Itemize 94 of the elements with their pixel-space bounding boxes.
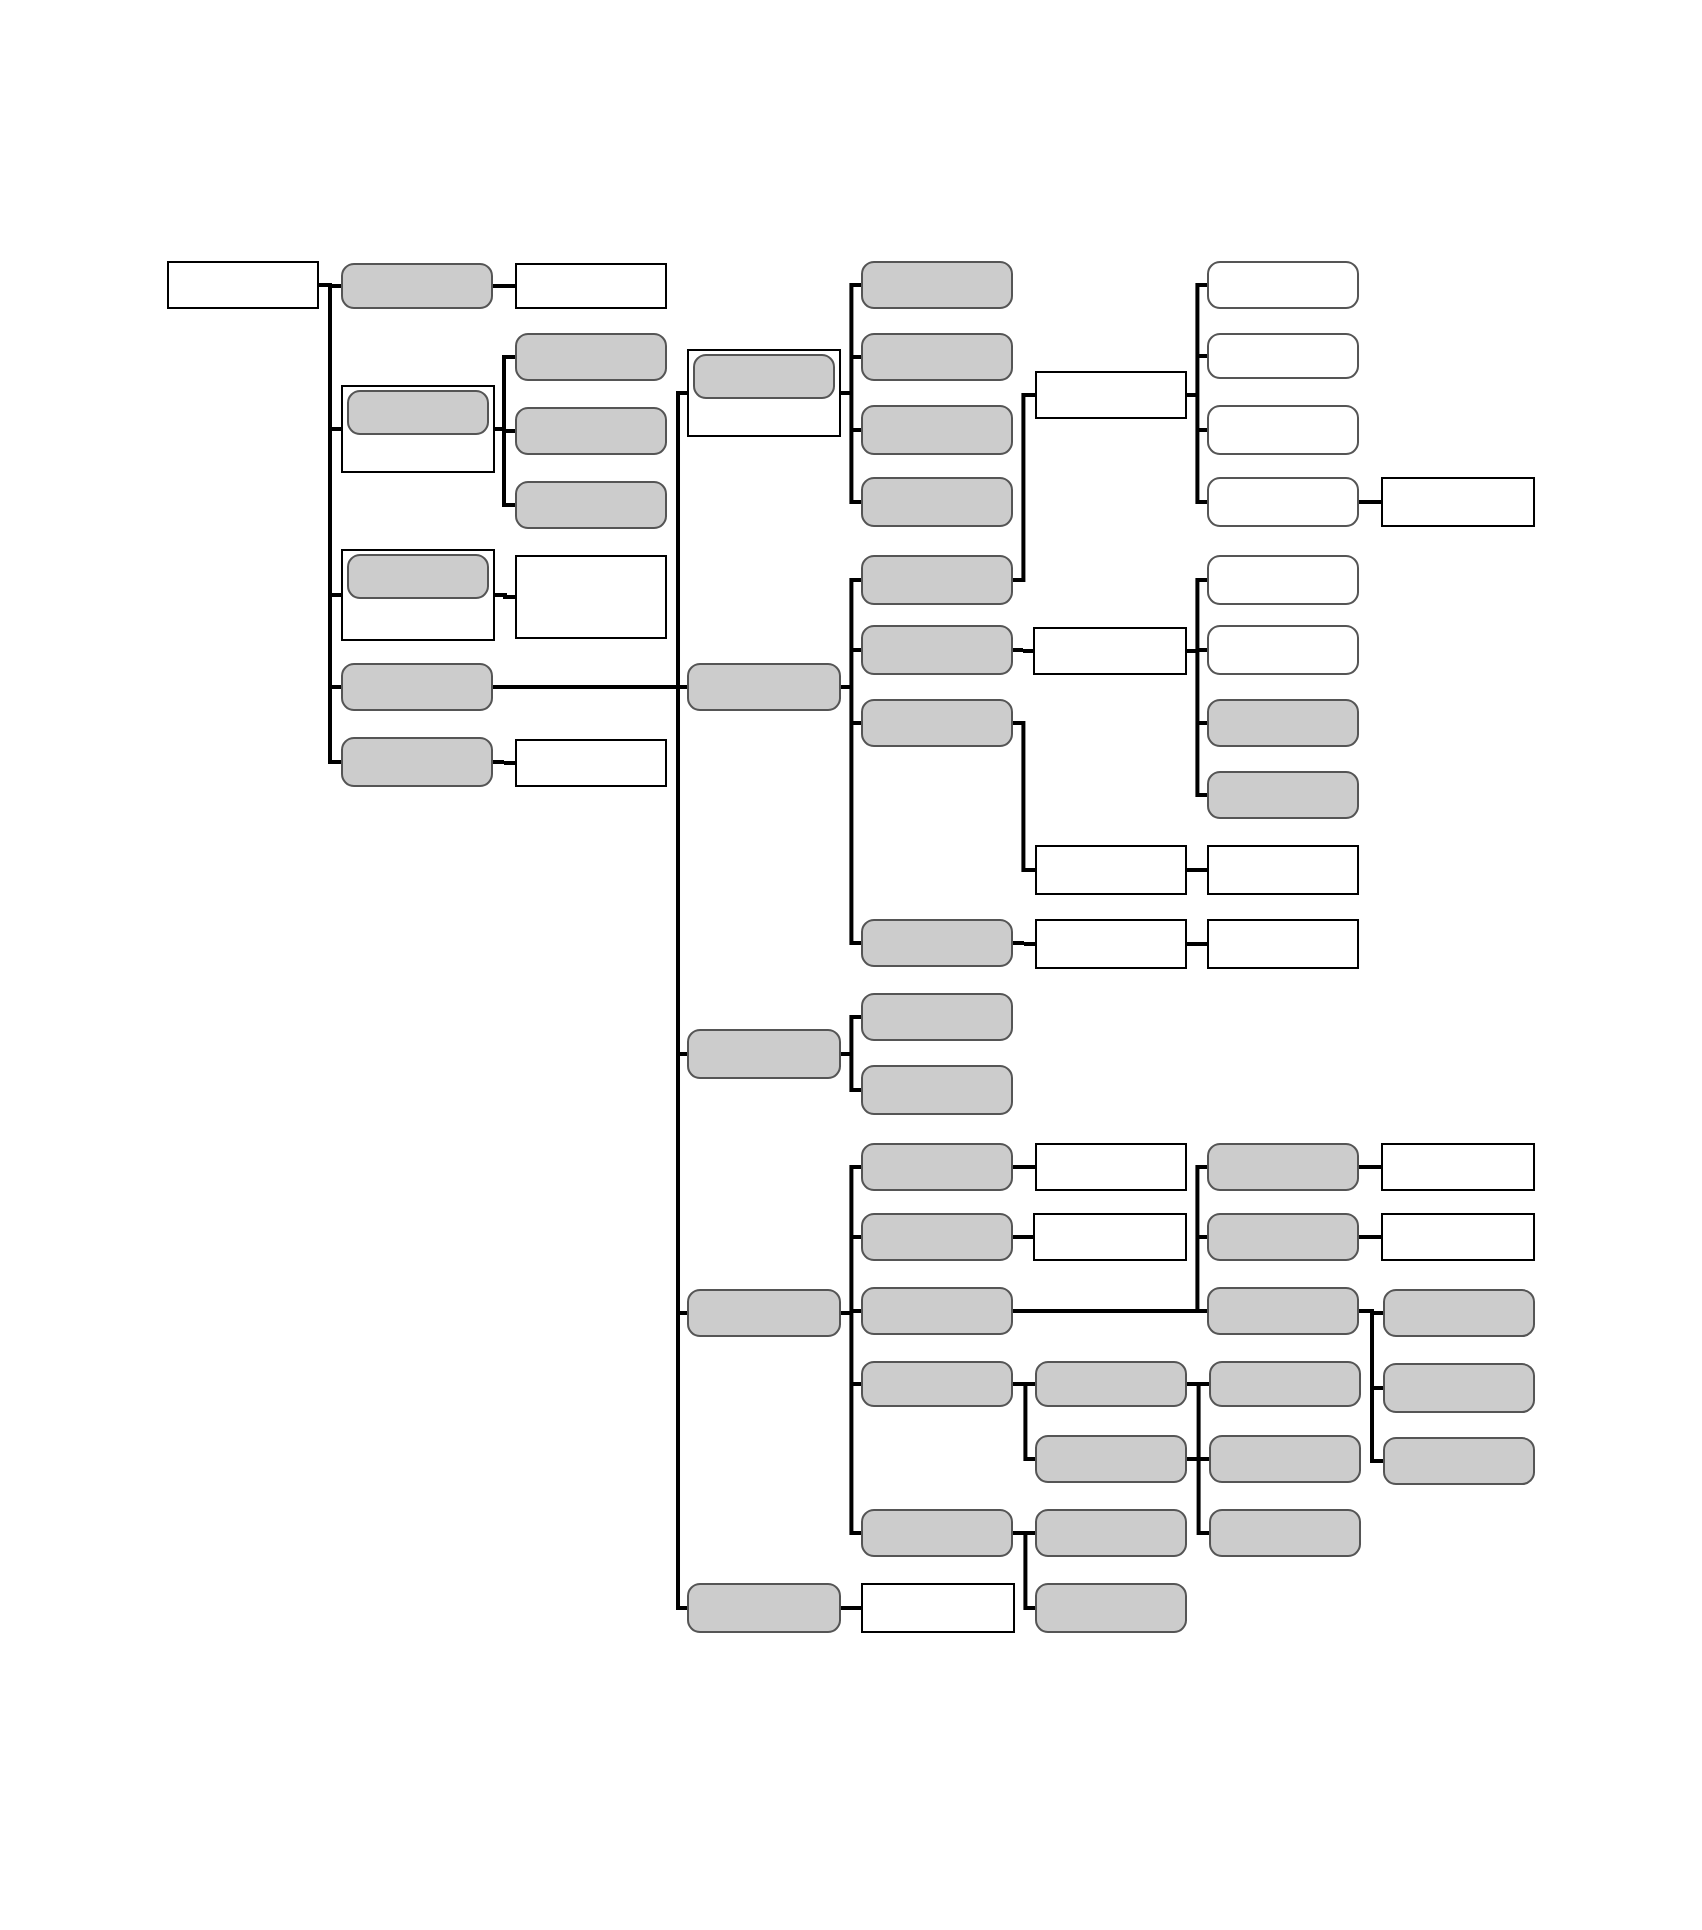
- box: [1035, 371, 1187, 419]
- rounded-box: [1035, 1361, 1187, 1407]
- rounded-box: [1207, 699, 1359, 747]
- rounded-box: [1383, 1363, 1535, 1413]
- rounded-box: [861, 405, 1013, 455]
- connector-line: [1011, 1235, 1035, 1239]
- box: [861, 1583, 1015, 1633]
- rounded-box: [1207, 771, 1359, 819]
- rounded-box: [693, 354, 835, 399]
- box: [515, 739, 667, 787]
- rounded-box: [861, 699, 1013, 747]
- rounded-box: [1207, 1213, 1359, 1261]
- rounded-box: [1035, 1435, 1187, 1483]
- rounded-box: [861, 919, 1013, 967]
- rounded-box: [341, 263, 493, 309]
- rounded-box: [1207, 261, 1359, 309]
- rounded-box: [687, 663, 841, 711]
- connector-line: [1011, 1380, 1037, 1463]
- box: [1381, 1143, 1535, 1191]
- connector-line: [1011, 648, 1035, 653]
- rounded-box: [861, 625, 1013, 675]
- connector-line: [1185, 1380, 1211, 1537]
- connector-line: [839, 281, 863, 506]
- rounded-box: [1383, 1437, 1535, 1486]
- rounded-box: [1207, 1287, 1359, 1335]
- rounded-box: [861, 1213, 1013, 1261]
- rounded-box: [1209, 1361, 1361, 1407]
- connector-line: [1357, 500, 1383, 504]
- box: [515, 555, 667, 639]
- rounded-box: [861, 993, 1013, 1041]
- rounded-box: [861, 555, 1013, 605]
- rounded-box: [1207, 405, 1359, 455]
- connector-line: [1185, 281, 1209, 506]
- rounded-box: [515, 333, 667, 381]
- box: [1033, 627, 1187, 675]
- connector-line: [1185, 868, 1209, 872]
- connector-line: [839, 1163, 863, 1537]
- connector-line: [1011, 1529, 1037, 1613]
- rounded-box: [1207, 333, 1359, 379]
- rounded-box: [861, 1287, 1013, 1335]
- rounded-box: [861, 333, 1013, 381]
- box: [1381, 477, 1535, 527]
- rounded-box: [1207, 477, 1359, 527]
- rounded-box: [1209, 1509, 1361, 1557]
- connector-line: [839, 1606, 863, 1610]
- connector-line: [491, 760, 517, 765]
- box: [167, 261, 319, 309]
- rounded-box: [1209, 1435, 1361, 1483]
- rounded-box: [341, 663, 493, 711]
- connector-line: [1011, 941, 1037, 946]
- rounded-box: [861, 1143, 1013, 1191]
- rounded-box: [347, 554, 489, 599]
- connector-line: [1185, 576, 1209, 799]
- connector-line: [491, 284, 517, 288]
- box: [1035, 845, 1187, 895]
- connector-line: [1011, 1165, 1037, 1169]
- rounded-box: [341, 737, 493, 787]
- connector-line: [1357, 1235, 1383, 1239]
- box: [1381, 1213, 1535, 1261]
- connector-line: [1357, 1165, 1383, 1169]
- connector-line: [1011, 719, 1037, 874]
- rounded-box: [861, 1361, 1013, 1407]
- box: [1033, 1213, 1187, 1261]
- connector-line: [317, 281, 343, 766]
- connector-line: [839, 576, 863, 947]
- connector-line: [1011, 391, 1037, 584]
- rounded-box: [687, 1289, 841, 1338]
- rounded-box: [1207, 555, 1359, 605]
- rounded-box: [1383, 1289, 1535, 1338]
- connector-line: [1185, 942, 1209, 946]
- rounded-box: [687, 1029, 841, 1079]
- rounded-box: [515, 407, 667, 455]
- rounded-box: [1207, 1143, 1359, 1191]
- connector-line: [1011, 1163, 1209, 1315]
- box: [1207, 919, 1359, 969]
- rounded-box: [861, 261, 1013, 309]
- connector-line: [1357, 1307, 1385, 1465]
- box: [1207, 845, 1359, 895]
- rounded-box: [1207, 625, 1359, 675]
- rounded-box: [687, 1583, 841, 1633]
- rounded-box: [861, 1065, 1013, 1115]
- rounded-box: [861, 1509, 1013, 1557]
- connector-line: [493, 591, 517, 601]
- box: [1035, 919, 1187, 969]
- rounded-box: [1035, 1509, 1187, 1557]
- connector-line: [493, 353, 517, 509]
- rounded-box: [861, 477, 1013, 527]
- box: [515, 263, 667, 309]
- connector-line: [491, 389, 689, 1613]
- rounded-box: [1035, 1583, 1187, 1633]
- rounded-box: [515, 481, 667, 529]
- box: [1035, 1143, 1187, 1191]
- rounded-box: [347, 390, 489, 435]
- connector-line: [839, 1013, 863, 1094]
